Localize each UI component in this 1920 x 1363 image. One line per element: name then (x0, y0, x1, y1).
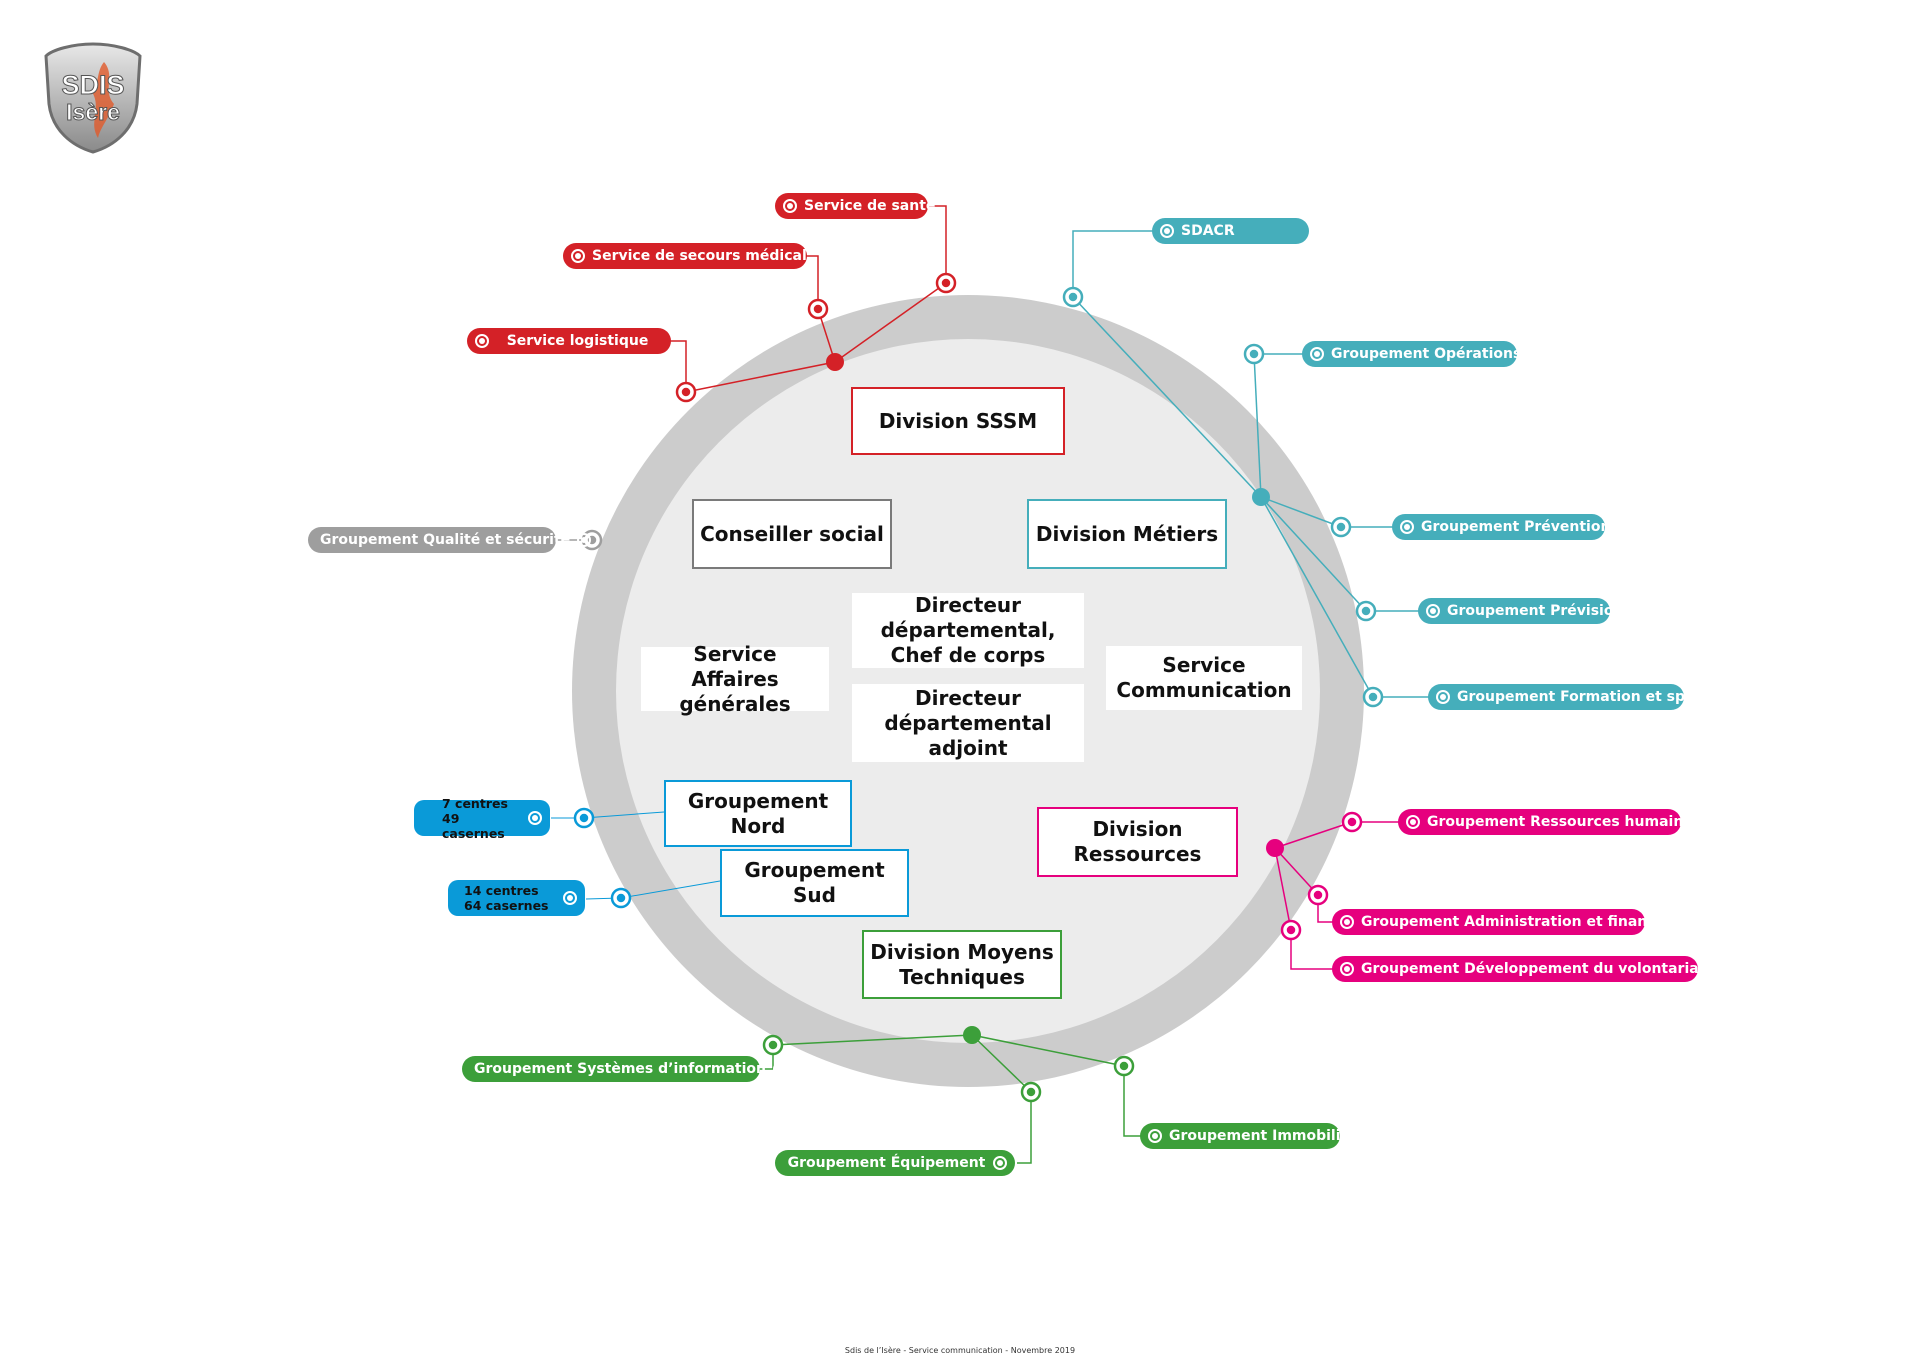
groupement-administration-finances-label: Groupement Administration et finances (1361, 914, 1674, 930)
service-affaires-generales-box: Service Affaires générales (641, 642, 829, 716)
deputy-director-box: Directeur départemental adjoint (852, 684, 1084, 762)
target-icon (783, 199, 797, 213)
groupement-immobilier-pill: Groupement Immobilier (1140, 1123, 1357, 1149)
groupement-sud-box: Groupement Sud (720, 849, 909, 917)
groupement-operations-label: Groupement Opérations (1331, 346, 1522, 362)
target-icon (528, 811, 542, 825)
conseiller-social-box: Conseiller social (692, 499, 892, 569)
target-icon (1406, 815, 1420, 829)
groupement-administration-finances-pill: Groupement Administration et finances (1332, 909, 1673, 935)
groupement-equipement-pill: Groupement Équipement (775, 1150, 1015, 1176)
svg-text:Isère: Isère (66, 99, 120, 125)
target-icon (993, 1156, 1007, 1170)
service-secours-medical-label: Service de secours médical (592, 248, 807, 264)
groupement-equipement-label: Groupement Équipement (787, 1155, 986, 1171)
target-icon (1340, 962, 1354, 976)
target-icon (1436, 690, 1450, 704)
groupement-ressources-humaines-pill: Groupement Ressources humaines (1398, 809, 1701, 835)
division-ressources-box: Division Ressources (1037, 807, 1238, 877)
groupement-formation-sport-pill: Groupement Formation et sport (1428, 684, 1708, 710)
groupement-prevention-label: Groupement Prévention (1421, 519, 1611, 535)
groupement-systemes-information-label: Groupement Systèmes d’information (474, 1061, 766, 1077)
moyens-hub-dot (963, 1026, 981, 1044)
groupement-formation-sport-label: Groupement Formation et sport (1457, 689, 1709, 705)
groupement-developpement-volontariat-pill: Groupement Développement du volontariat (1332, 956, 1705, 982)
division-moyens-techniques-box: Division Moyens Techniques (862, 930, 1062, 999)
target-icon (571, 249, 585, 263)
groupement-qualite-securite-label: Groupement Qualité et sécurité (320, 532, 571, 548)
service-communication-box: Service Communication (1106, 646, 1302, 710)
service-logistique-pill: Service logistique (467, 328, 671, 354)
target-icon (475, 334, 489, 348)
node-markers (573, 272, 1384, 1103)
groupement-nord-counts-label: 7 centres 49 casernes (442, 795, 508, 841)
groupement-nord-counts-pill: 7 centres 49 casernes (414, 796, 550, 841)
director-box: Directeur départemental, Chef de corps (852, 593, 1084, 668)
groupement-ressources-humaines-label: Groupement Ressources humaines (1427, 814, 1702, 830)
ressources-connectors (1274, 821, 1402, 970)
ressources-hub-dot (1266, 839, 1284, 857)
sdis-isere-logo: SDIS Isère (44, 42, 142, 154)
target-icon (1160, 224, 1174, 238)
sdacr-label: SDACR (1181, 223, 1235, 239)
sdacr-pill: SDACR (1152, 218, 1309, 244)
target-icon (577, 533, 592, 547)
target-icon (563, 891, 577, 905)
footer-credit: Sdis de l’Isère - Service communication … (844, 1346, 1076, 1355)
svg-text:SDIS: SDIS (61, 70, 124, 100)
groupement-nord-box: Groupement Nord (664, 780, 852, 847)
target-icon (1400, 520, 1414, 534)
groupement-systemes-information-pill: Groupement Systèmes d’information (462, 1056, 787, 1082)
groupement-prevision-pill: Groupement Prévision (1418, 598, 1623, 624)
groupement-prevention-pill: Groupement Prévention (1392, 514, 1610, 540)
division-sssm-box: Division SSSM (851, 387, 1065, 455)
groupement-operations-pill: Groupement Opérations (1302, 341, 1521, 367)
sssm-hub-dot (826, 353, 844, 371)
service-secours-medical-pill: Service de secours médical (563, 243, 807, 269)
service-logistique-label: Service logistique (506, 333, 649, 349)
target-icon (772, 1062, 787, 1076)
division-metiers-box: Division Métiers (1027, 499, 1227, 569)
target-icon (1148, 1129, 1162, 1143)
metiers-hub-dot (1252, 488, 1270, 506)
target-icon (1310, 347, 1324, 361)
groupement-sud-counts-label: 14 centres 64 casernes (464, 883, 549, 913)
target-icon (1340, 915, 1354, 929)
groupement-immobilier-label: Groupement Immobilier (1169, 1128, 1357, 1144)
groupement-prevision-label: Groupement Prévision (1447, 603, 1624, 619)
target-icon (1426, 604, 1440, 618)
groupement-qualite-securite-pill: Groupement Qualité et sécurité (308, 527, 592, 553)
groupement-sud-counts-pill: 14 centres 64 casernes (448, 880, 585, 916)
service-sante-pill: Service de santé (775, 193, 935, 219)
groupement-developpement-volontariat-label: Groupement Développement du volontariat (1361, 961, 1706, 977)
service-sante-label: Service de santé (804, 198, 936, 214)
